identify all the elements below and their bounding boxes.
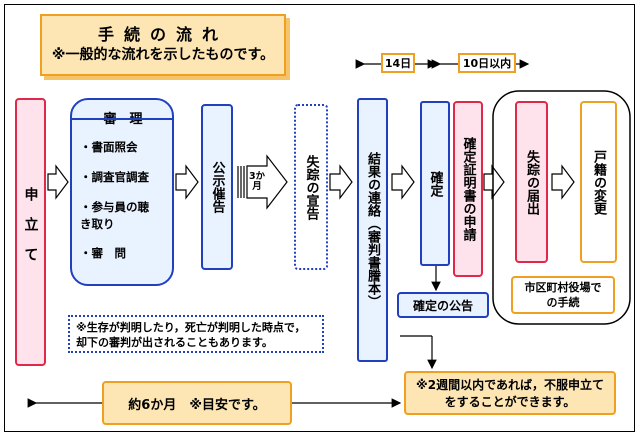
step-examination: 審 理 ・書面照会 ・調査官調査 ・参与員の聴き取り ・審 問 [70, 98, 174, 286]
arrow-6 [391, 164, 415, 200]
examination-item: ・参与員の聴き取り [80, 200, 149, 231]
three-month-arrow [246, 154, 288, 210]
municipal-group [492, 90, 631, 325]
dismissal-note: ※生存が判明したり，死亡が判明した時点で，却下の審判が出されることもあります。 [68, 315, 324, 353]
arrow-5 [329, 164, 353, 200]
period-14-days: 14日 [381, 53, 415, 73]
duration-label: 3か月 [248, 171, 266, 192]
step-application: 申立て [15, 98, 46, 366]
page-subtitle: ※一般的な流れを示したものです。 [51, 47, 275, 63]
overall-duration: 約6か月 ※目安です。 [102, 381, 292, 425]
arrow-8 [551, 164, 575, 200]
arrow-7 [483, 164, 505, 200]
examination-item: ・審 問 [80, 246, 126, 260]
step-finalization: 確定 [420, 101, 450, 266]
step-result-notice: 結果の連絡（審判書謄本） [357, 98, 388, 362]
arrow-2 [175, 164, 199, 200]
diagram-frame [4, 4, 635, 432]
step-disappearance-report: 失踪の届出 [515, 101, 548, 263]
municipal-label: 市区町村役場での手続 [511, 276, 615, 314]
step-public-notice: 公示催告 [201, 104, 233, 270]
period-10-days: 10日以内 [458, 53, 516, 73]
step-certificate-application: 確定証明書の申請 [453, 101, 483, 277]
arrow-1 [47, 164, 69, 200]
examination-item: ・調査官調査 [80, 170, 149, 184]
examination-item: ・書面照会 [80, 140, 138, 154]
examination-divider [70, 118, 174, 120]
step-declaration: 失踪の宣告 [294, 104, 328, 270]
step-registry-change: 戸籍の変更 [580, 101, 617, 263]
appeal-note: ※2週間以内であれば，不服申立てをすることができます。 [404, 371, 616, 415]
title-box: 手続の流れ ※一般的な流れを示したものです。 [40, 14, 286, 76]
finalization-announcement: 確定の公告 [397, 292, 489, 318]
page-title: 手続の流れ [97, 25, 228, 44]
